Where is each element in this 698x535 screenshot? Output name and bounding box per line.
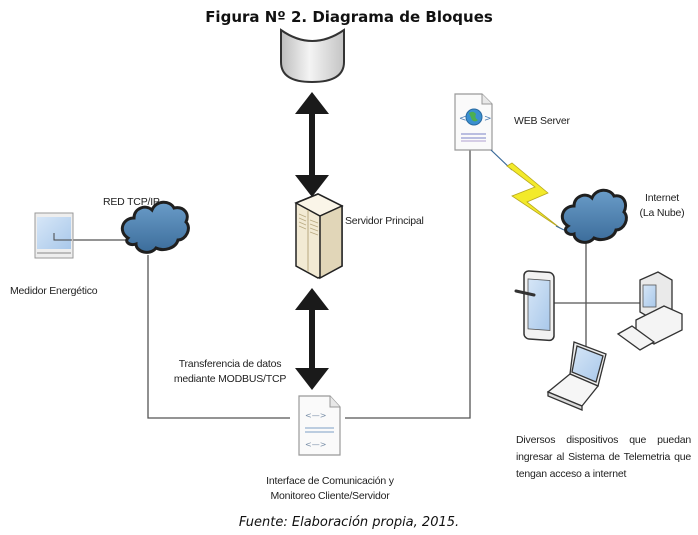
database-cylinder-icon bbox=[280, 28, 345, 84]
figure-caption: Fuente: Elaboración propia, 2015. bbox=[238, 515, 460, 530]
meter-monitor-icon bbox=[34, 212, 74, 259]
svg-text:>: > bbox=[484, 114, 492, 124]
figure-title: Figura Nº 2. Diagrama de Bloques bbox=[205, 8, 493, 26]
bidirectional-arrow-server-interface bbox=[295, 288, 329, 390]
code-document-icon: <—> <—> bbox=[298, 395, 341, 456]
lightning-link-icon bbox=[490, 149, 565, 231]
desktop-computer-icon bbox=[616, 271, 683, 351]
svg-text:<: < bbox=[459, 114, 467, 124]
cloud-icon-internet bbox=[560, 188, 628, 244]
internet-label-line2: (La Nube) bbox=[639, 207, 685, 219]
energy-meter-label: Medidor Energético bbox=[10, 285, 98, 297]
web-server-label: WEB Server bbox=[514, 115, 570, 127]
transfer-label-line2: mediante MODBUS/TCP bbox=[173, 373, 287, 385]
transfer-label-line1: Transferencia de datos bbox=[178, 358, 282, 370]
transfer-label: Transferencia de datos mediante MODBUS/T… bbox=[165, 357, 295, 387]
laptop-icon bbox=[546, 341, 607, 411]
devices-label: Diversos dispositivos que puedan ingresa… bbox=[516, 434, 691, 480]
interface-label: Interface de Comunicación y Monitoreo Cl… bbox=[235, 474, 425, 504]
cloud-icon-tcp-network bbox=[120, 200, 190, 254]
internet-label-line1: Internet bbox=[644, 192, 679, 204]
tcp-network-label: RED TCP/IP bbox=[103, 196, 160, 208]
internet-label: Internet (La Nube) bbox=[632, 191, 692, 221]
interface-label-line2: Monitoreo Cliente/Servidor bbox=[270, 490, 390, 502]
line-network-to-interface bbox=[147, 255, 290, 419]
svg-text:<—>: <—> bbox=[305, 440, 326, 449]
bidirectional-arrow-db-server bbox=[295, 92, 329, 197]
web-document-icon: < > bbox=[454, 93, 493, 151]
server-tower-icon bbox=[294, 193, 344, 280]
interface-label-line1: Interface de Comunicación y bbox=[266, 475, 394, 487]
main-server-label: Servidor Principal bbox=[345, 215, 424, 227]
line-interface-to-webserver bbox=[345, 150, 471, 419]
svg-text:<—>: <—> bbox=[305, 411, 326, 420]
tablet-icon bbox=[514, 270, 555, 342]
